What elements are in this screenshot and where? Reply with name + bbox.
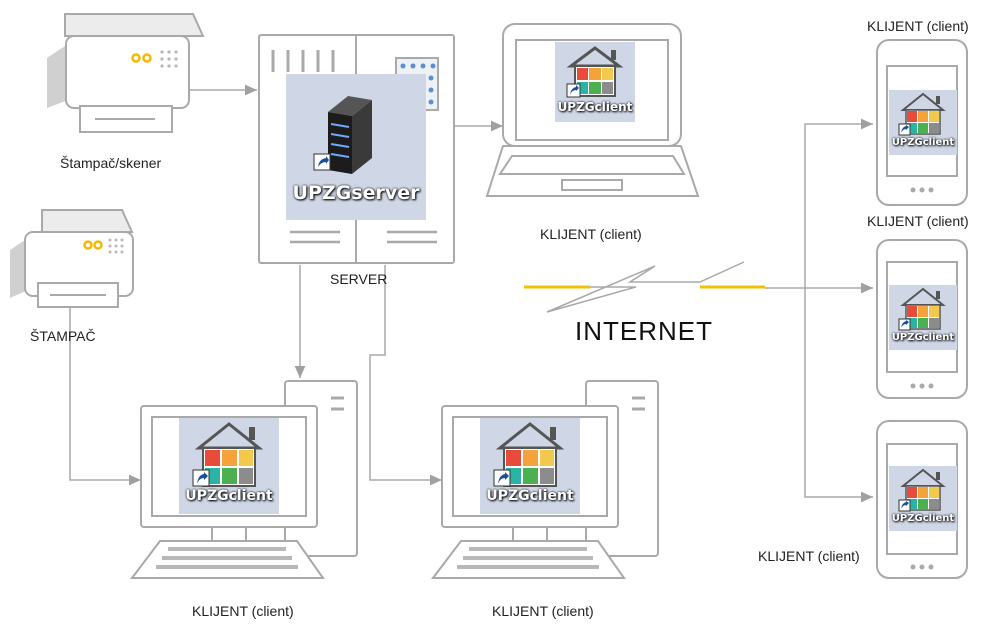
line-server-to-pc2: [369, 265, 442, 486]
internet-label: INTERNET: [575, 316, 713, 346]
server-tower-icon: [313, 96, 372, 174]
pc2-client-label: KLIJENT (client): [492, 603, 594, 619]
pc1-client-label: KLIJENT (client): [192, 603, 294, 619]
phone1-client-app-label: UPZGclient: [891, 137, 955, 148]
internet-lightning-icon: [524, 261, 765, 313]
house-tools-icon: [898, 92, 946, 136]
laptop-client-app-label: UPZGclient: [557, 100, 633, 114]
printer-label: ŠTAMPAČ: [30, 328, 96, 344]
phone3-client-app-label: UPZGclient: [891, 513, 955, 524]
pc1-client-app-shortcut[interactable]: UPZGclient: [179, 418, 279, 514]
laptop-client-app-shortcut[interactable]: UPZGclient: [555, 42, 635, 122]
printer-scanner-icon: [47, 13, 205, 133]
house-tools-icon: [192, 422, 264, 487]
house-tools-icon: [493, 422, 565, 487]
phone2-client-app-label: UPZGclient: [891, 332, 955, 343]
printer-icon: [10, 209, 134, 308]
phone3-client-app-shortcut[interactable]: UPZGclient: [889, 466, 957, 531]
server-app-label: UPZGserver: [292, 182, 420, 204]
line-printer-to-pc1: [69, 302, 141, 486]
server-label: SERVER: [330, 271, 388, 287]
line-internet-to-phone1: [765, 118, 873, 289]
phone1-client-app-shortcut[interactable]: UPZGclient: [889, 90, 957, 155]
printer-scanner-label: Štampač/skener: [60, 155, 162, 171]
phone3-client-label: KLIJENT (client): [758, 548, 860, 564]
phone2-client-app-shortcut[interactable]: UPZGclient: [889, 285, 957, 350]
connector-lines: [69, 84, 873, 503]
pc1-client-app-label: UPZGclient: [185, 488, 273, 504]
server-app-shortcut[interactable]: UPZGserver: [286, 74, 426, 220]
house-tools-icon: [566, 46, 624, 98]
laptop-client-label: KLIJENT (client): [540, 226, 642, 242]
house-tools-icon: [898, 287, 946, 331]
phone1-client-label: KLIJENT (client): [867, 18, 969, 34]
pc2-client-app-shortcut[interactable]: UPZGclient: [480, 418, 580, 514]
phone2-client-label: KLIJENT (client): [867, 213, 969, 229]
pc2-client-app-label: UPZGclient: [486, 488, 574, 504]
house-tools-icon: [898, 468, 946, 512]
line-internet-to-phone3: [804, 288, 873, 503]
